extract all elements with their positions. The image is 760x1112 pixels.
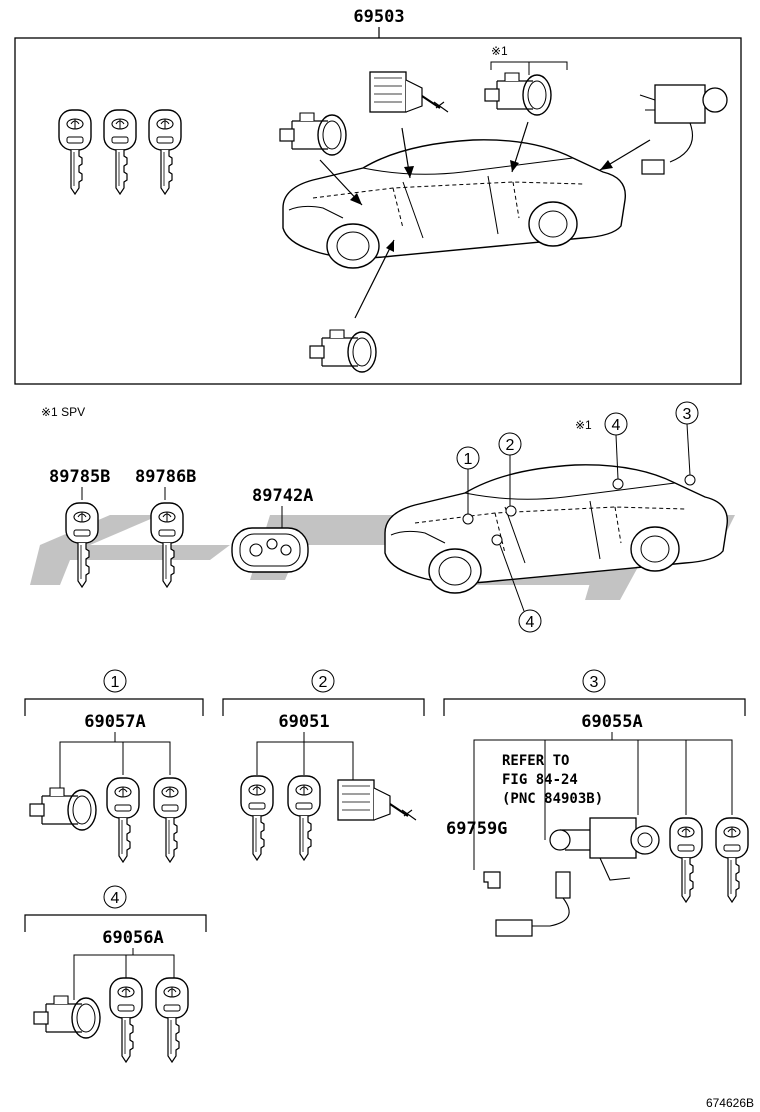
group-1-index: 1 [111,674,120,691]
callout-4-bottom: 4 [526,614,535,631]
callout-3: 3 [683,406,692,423]
ignition-switch-icon [337,779,417,821]
footnote-spv: ※1 SPV [41,405,85,419]
group-1: 1 69057A [24,669,204,863]
callout-spv-marker: ※1 [575,418,592,432]
key-icon [715,817,749,903]
key-part-89785B[interactable]: 89785B [49,467,110,487]
refer-line-1: REFER TO [502,753,569,769]
key-fob-icon [231,527,309,573]
steering-lock-assembly-icon [549,817,660,881]
drawing-id: 674626B [706,1096,754,1110]
group-3: 3 69055A REFER TO FIG 84-24 (PNC 84903B)… [443,669,749,937]
key-icon [103,109,137,195]
top-group-frame [14,37,742,385]
key-icon [58,109,92,195]
group-3-index: 3 [590,674,599,691]
key-part-89786B[interactable]: 89786B [135,467,196,487]
group-69503: 69503 ※1 [14,7,742,385]
top-part-number[interactable]: 69503 [353,7,404,27]
group-4: 4 69056A [24,885,207,1063]
luggage-lock-cylinder-icon [309,329,377,373]
group-4-index: 4 [111,890,120,907]
transmitter-part-89742A[interactable]: 89742A [252,486,313,506]
key-icon [155,977,189,1063]
group-2-index: 2 [319,674,328,691]
location-arrows [319,121,651,319]
key-icon [148,109,182,195]
callout-1: 1 [464,451,473,468]
group-3-part-number[interactable]: 69055A [581,712,642,732]
refer-line-2: FIG 84-24 [502,772,578,788]
callout-2: 2 [506,437,515,454]
car-location-illustration [384,464,729,594]
steering-lock-assembly-icon [639,84,728,175]
refer-line-3: (PNC 84903B) [502,791,603,807]
spv-lock-cylinder-icon [484,72,552,116]
location-car-section: 1 2 ※1 4 3 4 [384,401,729,633]
callout-4-top: 4 [612,417,621,434]
keys-section: 89785B 89786B 89742A [49,467,313,588]
key-icon [109,977,143,1063]
door-lock-cylinder-icon [279,112,347,156]
top-spv-marker: ※1 [491,44,508,58]
key-icon [153,777,187,863]
luggage-lock-cylinder-icon [33,995,101,1039]
key-icon [669,817,703,903]
clip-icon [483,871,501,889]
group-2: 2 69051 [222,669,425,861]
sensor-wire-icon [495,871,571,937]
door-lock-cylinder-icon [29,787,97,831]
clip-part-69759G[interactable]: 69759G [446,819,507,839]
key-icon [106,777,140,863]
group-2-part-number[interactable]: 69051 [278,712,329,732]
car-illustration [282,139,627,269]
ignition-switch-icon [369,71,449,113]
key-icon [287,775,321,861]
key-icon [240,775,274,861]
group-1-part-number[interactable]: 69057A [84,712,145,732]
group-4-part-number[interactable]: 69056A [102,928,163,948]
